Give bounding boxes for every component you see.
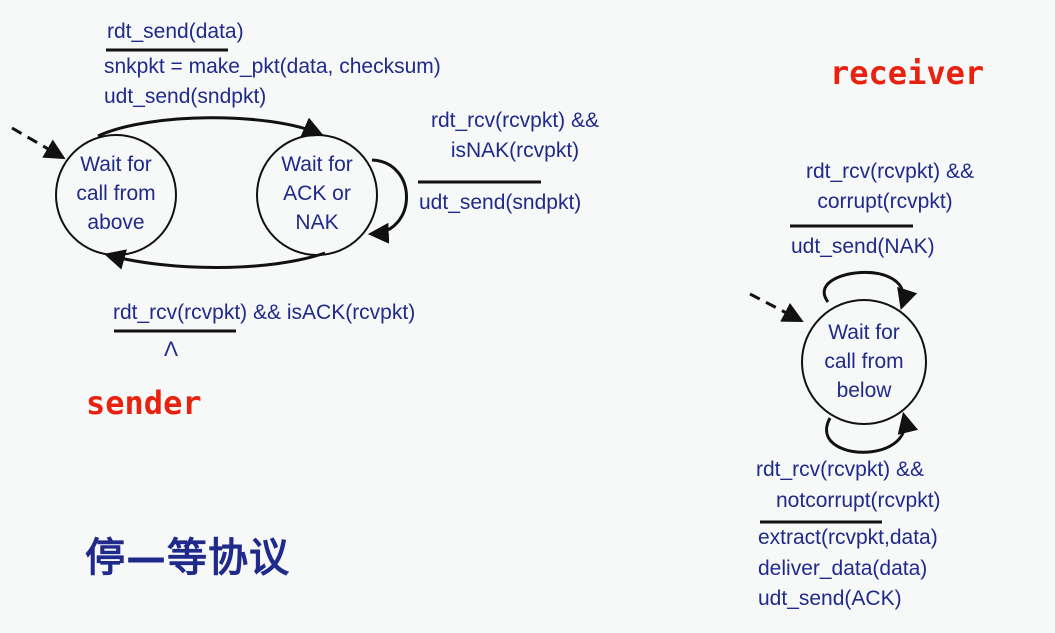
state-wait-below-circle [801,299,927,425]
receiver-t2-event-2: notcorrupt(rcvpkt) [776,489,941,512]
receiver-t2-action-2: deliver_data(data) [758,557,928,580]
state-wait-ack-label: Wait for ACK or NAK [257,150,377,237]
state-wait-below-line-1: Wait for [828,321,900,344]
arrow-send-data [97,116,324,138]
sender-t2-event-1: rdt_rcv(rcvpkt) && [430,109,600,132]
receiver-t2-action-3: udt_send(ACK) [758,587,902,610]
arrow-notcorrupt-selfloop [825,411,919,454]
arrow-ack-received [103,249,326,270]
arrow-nak-selfloop [367,158,408,244]
sender-t2-event-2: isNAK(rcvpkt) [450,139,580,162]
sender-t1-event: rdt_send(data) [107,20,244,43]
state-wait-ack-line-3: NAK [295,211,339,234]
sender-initial-arrow [11,126,66,160]
receiver-t1-event-2: corrupt(rcvpkt) [817,190,953,213]
state-wait-above-line-3: above [87,211,145,234]
sender-t1-action-1: snkpkt = make_pkt(data, checksum) [104,55,441,78]
sender-label: sender [86,384,202,422]
state-wait-below-line-3: below [836,379,892,402]
arrow-corrupt-selfloop [823,270,918,311]
state-wait-above-line-1: Wait for [80,153,152,176]
state-wait-below-label: Wait for call from below [804,318,924,405]
sender-t1-action-2: udt_send(sndpkt) [104,85,267,108]
sender-t2-action: udt_send(sndpkt) [419,191,582,214]
state-wait-below-line-2: call from [824,350,904,373]
protocol-title: 停—等协议 [85,535,290,581]
sender-t3-event: rdt_rcv(rcvpkt) && isACK(rcvpkt) [113,301,416,324]
sender-t3-action: Λ [164,338,179,361]
receiver-t1-event-1: rdt_rcv(rcvpkt) && [805,160,975,183]
receiver-t2-action-1: extract(rcvpkt,data) [758,526,938,549]
receiver-t1-action: udt_send(NAK) [791,235,935,258]
state-wait-above-label: Wait for call from above [56,150,176,237]
state-wait-ack-line-1: Wait for [281,153,353,176]
receiver-label: receiver [830,54,985,92]
receiver-initial-arrow [749,292,804,322]
state-wait-above-line-2: call from [76,182,156,205]
state-wait-ack-line-2: ACK or [283,182,351,205]
receiver-t2-event-1: rdt_rcv(rcvpkt) && [756,458,925,481]
